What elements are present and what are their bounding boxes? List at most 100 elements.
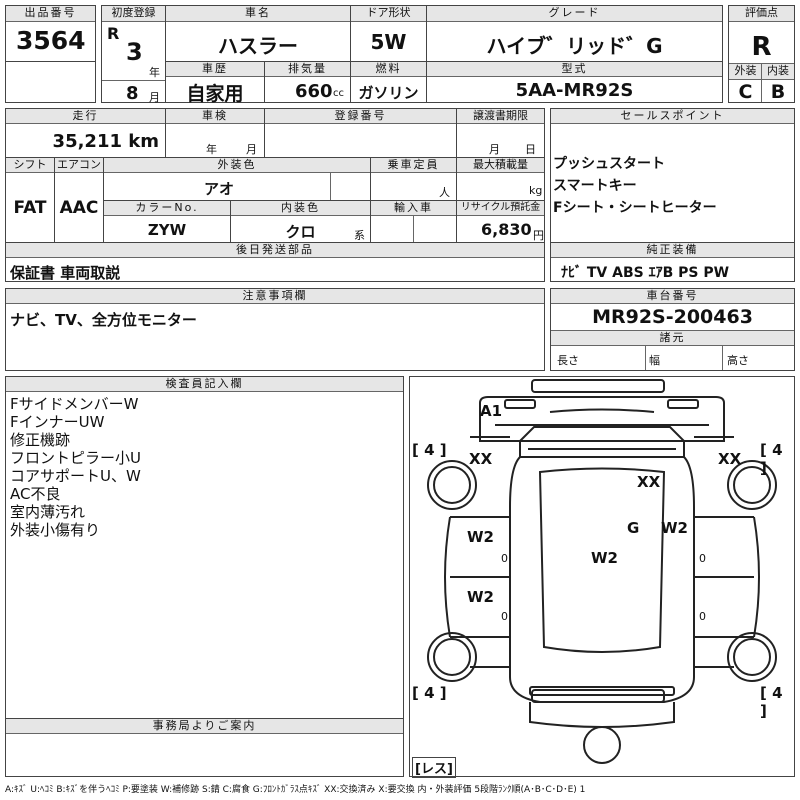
load-box: 最大積載量 kg [456, 157, 545, 201]
inspector-line-2: FインナーUW [10, 413, 105, 431]
mark-g: G [627, 519, 640, 537]
grade-value: ハイブ゛リッド゛G [486, 34, 663, 58]
car-diagram: [ 4 ] [ 4 ] [ 4 ] [ 4 ] [レス] A1 XX XX XX… [409, 376, 795, 778]
colorno-value: ZYW [147, 221, 187, 239]
tire-fr: [ 4 ] [760, 441, 783, 477]
office-box: 事務局よりご案内 [5, 718, 404, 777]
tire-rr: [ 4 ] [760, 684, 783, 720]
tire-rl: [ 4 ] [412, 684, 447, 702]
ext-grade: C [738, 81, 753, 103]
equip-box: 純正装備 ﾅﾋﾞ TV ABS ｴｱB PS PW [550, 242, 795, 282]
grade-label: グレード [427, 6, 722, 22]
door-zero-4: 0 [699, 610, 706, 623]
transfer-day: 日 [525, 143, 536, 156]
inspect-year: 年 [206, 143, 217, 156]
model-label: 型式 [427, 62, 722, 77]
inspector-line-6: AC不良 [10, 485, 61, 503]
era: R [107, 24, 120, 43]
intcolor-value: クロ [285, 223, 316, 241]
history-value: 自家用 [186, 83, 244, 105]
capacity-label: 乗車定員 [371, 158, 456, 173]
mark-xx-roof: XX [637, 473, 661, 491]
transfer-box: 譲渡書期限 月 日 [456, 108, 545, 158]
mark-w2-left-rear: W2 [467, 588, 494, 606]
reg-box: 初度登録 R 3 年 8 月 [101, 5, 166, 104]
transfer-label: 譲渡書期限 [457, 109, 544, 124]
ext-label: 外装 [729, 64, 762, 80]
inspector-line-1: FサイドメンバーW [10, 395, 139, 413]
sales-line-2: スマートキー [553, 178, 637, 194]
tire-fl: [ 4 ] [412, 441, 447, 459]
shift-box: シフト FAT [5, 157, 55, 243]
score-label: 評価点 [729, 6, 794, 22]
inspector-line-8: 外装小傷有り [10, 521, 101, 539]
hei-label: 高さ [727, 354, 749, 367]
colorno-box: カラーNo. ZYW [103, 200, 231, 243]
score-value: R [751, 32, 772, 62]
import-box: 輸入車 [370, 200, 457, 243]
mark-a1: A1 [480, 402, 503, 420]
history-box: 車歴 自家用 [165, 61, 265, 105]
docs-label: 後日発送部品 [6, 243, 544, 258]
intcolor-box: 内装色 クロ 系 [230, 200, 371, 243]
regno-box: 登録番号 [264, 108, 457, 158]
recycle-label: リサイクル預託金 [457, 201, 544, 216]
spare-label: [レス] [412, 757, 456, 778]
shift-value: FAT [13, 198, 47, 218]
door-zero-3: 0 [699, 552, 706, 565]
lot-number: 3564 [16, 26, 86, 55]
chassis-label: 車台番号 [551, 289, 794, 304]
int-grade: B [770, 81, 786, 103]
legend: A:ｷｽﾞ U:ﾍｺﾐ B:ｷｽﾞを伴うﾍｺﾐ P:要塗装 W:補修跡 S:錆 … [5, 785, 586, 795]
month-unit: 月 [149, 91, 160, 104]
equip-value: ﾅﾋﾞ TV ABS ｴｱB PS PW [561, 265, 730, 281]
import-label: 輸入車 [371, 201, 456, 216]
capacity-unit: 人 [439, 186, 450, 199]
intcolor-label: 内装色 [231, 201, 370, 216]
wid-label: 幅 [649, 354, 660, 367]
chassis-value: MR92S-200463 [592, 306, 753, 328]
color-label: 外装色 [104, 158, 370, 173]
mark-xx-fl: XX [469, 450, 493, 468]
door-zero-1: 0 [501, 552, 508, 565]
disp-box: 排気量 660 cc [264, 61, 351, 103]
mark-w2-left-front: W2 [467, 528, 494, 546]
mark-w2-right: W2 [661, 519, 688, 537]
score-box: 評価点 R 外装 内装 C B [728, 5, 795, 103]
mark-xx-fr: XX [718, 450, 742, 468]
ac-value: AAC [59, 198, 99, 218]
inspect-label: 車検 [166, 109, 264, 124]
lot-blank [5, 61, 96, 103]
door-value: 5W [370, 30, 407, 54]
sales-label: セールスポイント [551, 109, 794, 124]
inspector-label: 検査員記入欄 [6, 377, 403, 392]
disp-value: 660 [295, 81, 333, 102]
recycle-value: 6,830 [481, 220, 532, 239]
reg-label: 初度登録 [102, 6, 165, 22]
model-value: 5AA-MR92S [515, 80, 634, 101]
inspect-box: 車検 年 月 [165, 108, 265, 158]
docs-value: 保証書 車両取説 [10, 264, 121, 282]
sales-line-1: プッシュスタート [553, 156, 665, 172]
capacity-box: 乗車定員 人 [370, 157, 457, 201]
mileage-label: 走行 [6, 109, 165, 124]
inspector-line-3: 修正機跡 [10, 431, 71, 449]
inspector-line-5: コアサポートU、W [10, 467, 141, 485]
inspector-line-4: フロントピラー小U [10, 449, 141, 467]
transfer-month: 月 [489, 143, 500, 156]
disp-unit: cc [333, 88, 344, 99]
year-unit: 年 [149, 66, 160, 79]
car-name: ハスラー [218, 34, 298, 58]
inspector-box: 検査員記入欄 FサイドメンバーW FインナーUW 修正機跡 フロントピラー小U … [5, 376, 404, 719]
mileage-value: 35,211 km [52, 131, 159, 152]
fuel-value: ガソリン [358, 84, 419, 102]
model-box: 型式 5AA-MR92S [426, 61, 723, 103]
docs-box: 後日発送部品 保証書 車両取説 [5, 242, 545, 282]
intcolor-unit: 系 [354, 229, 365, 242]
ac-box: エアコン AAC [54, 157, 104, 243]
door-box: ドア形状 5W [350, 5, 427, 62]
color-box: 外装色 アオ [103, 157, 371, 201]
fuel-label: 燃料 [351, 62, 426, 77]
fuel-box: 燃料 ガソリン [350, 61, 427, 103]
mileage-box: 走行 35,211 km [5, 108, 166, 158]
